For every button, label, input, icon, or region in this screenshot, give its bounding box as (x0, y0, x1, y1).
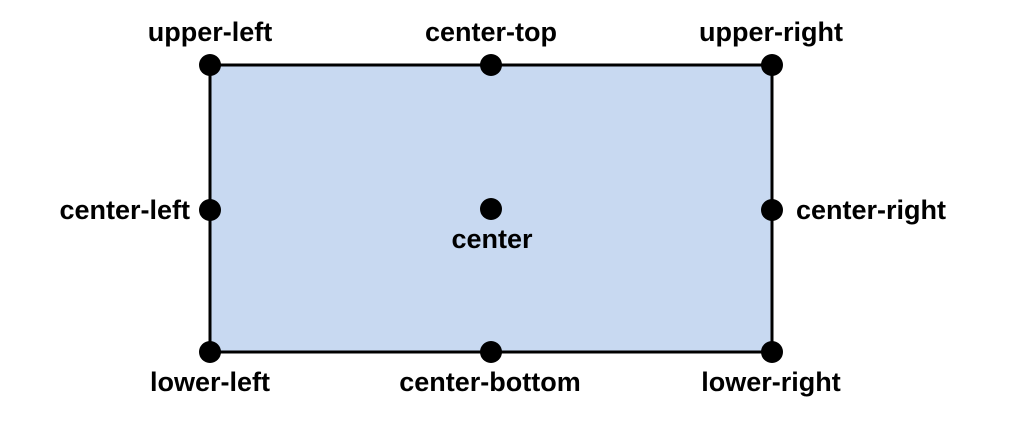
label-center-right: center-right (796, 195, 946, 225)
dot-center-top (480, 54, 502, 76)
dot-center-right (761, 199, 783, 221)
dot-center (480, 198, 502, 220)
dot-lower-left (199, 341, 221, 363)
label-center-bottom: center-bottom (399, 367, 581, 397)
dot-upper-left (199, 54, 221, 76)
dot-upper-right (761, 54, 783, 76)
label-center-left: center-left (59, 195, 190, 225)
label-center: center (451, 224, 533, 254)
label-upper-right: upper-right (699, 17, 843, 47)
label-upper-left: upper-left (148, 17, 273, 47)
dot-center-left (199, 199, 221, 221)
label-lower-right: lower-right (701, 367, 841, 397)
label-center-top: center-top (425, 17, 557, 47)
dot-lower-right (761, 341, 783, 363)
label-lower-left: lower-left (150, 367, 270, 397)
dot-center-bottom (480, 341, 502, 363)
